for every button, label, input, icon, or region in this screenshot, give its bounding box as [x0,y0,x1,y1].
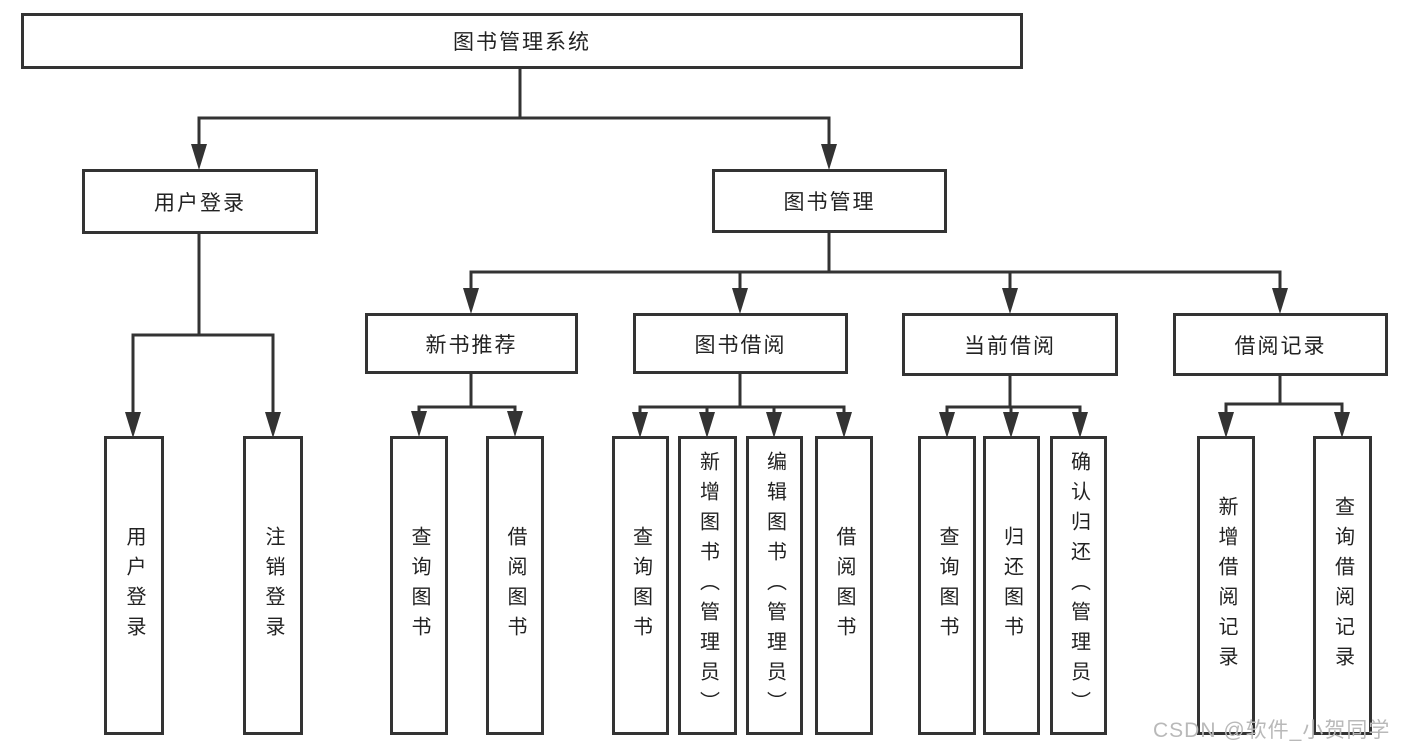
leaf-add-borrow-record: 新增借阅记录 [1197,436,1255,735]
leaf-borrow-books-recommend: 借阅图书 [486,436,544,735]
leaf-add-books-admin: 新增图书（管理员） [678,436,737,735]
node-user-login: 用户登录 [82,169,318,234]
leaf-borrow-books: 借阅图书 [815,436,873,735]
leaf-query-borrow-record: 查询借阅记录 [1313,436,1372,735]
node-current-borrowing: 当前借阅 [902,313,1118,376]
leaf-logout: 注销登录 [243,436,303,735]
leaf-confirm-return-admin: 确认归还（管理员） [1050,436,1107,735]
node-borrowing-records: 借阅记录 [1173,313,1388,376]
node-library-management-system: 图书管理系统 [21,13,1023,69]
leaf-query-books-borrowing: 查询图书 [612,436,669,735]
leaf-user-login: 用户登录 [104,436,164,735]
leaf-return-books: 归还图书 [983,436,1040,735]
leaf-edit-books-admin: 编辑图书（管理员） [746,436,803,735]
node-book-borrowing: 图书借阅 [633,313,848,374]
node-book-management: 图书管理 [712,169,947,233]
node-new-book-recommend: 新书推荐 [365,313,578,374]
watermark: CSDN @软件_小贺同学 [1153,719,1391,742]
leaf-query-books-current: 查询图书 [918,436,976,735]
leaf-query-books-recommend: 查询图书 [390,436,448,735]
